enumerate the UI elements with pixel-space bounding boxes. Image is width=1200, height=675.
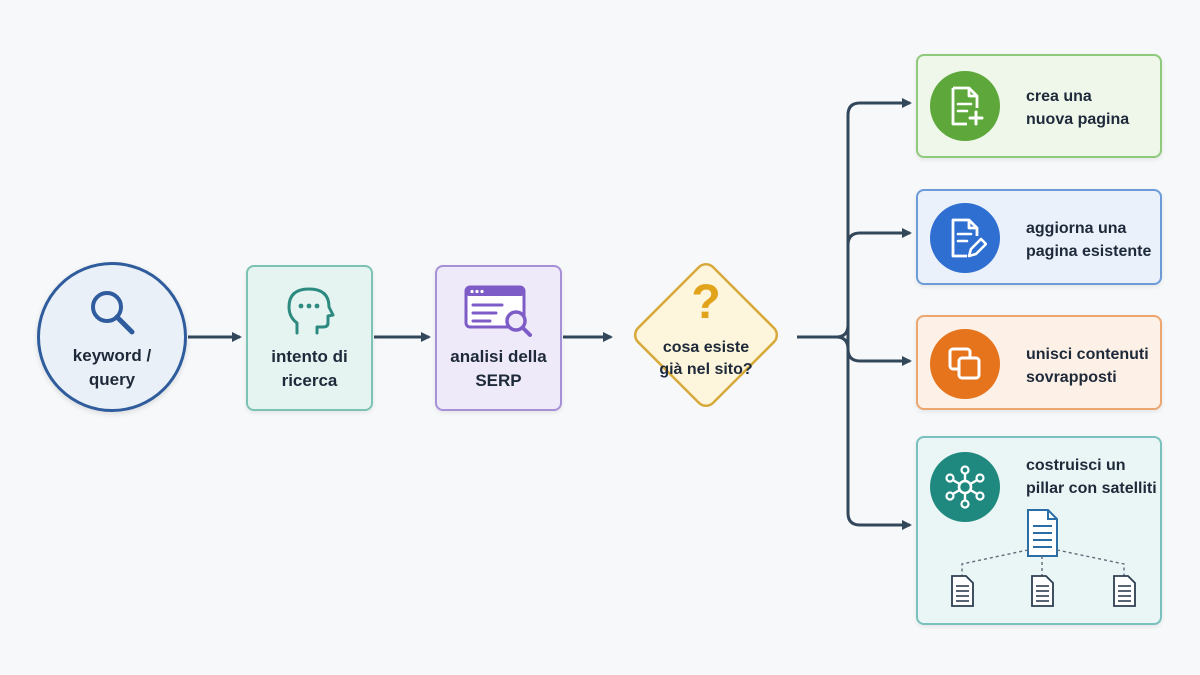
serp-analysis-label-line2: SERP [475,371,522,390]
decision-diamond [633,262,779,408]
outcome-create-page: crea una nuova pagina [916,54,1162,158]
browser-search-icon [464,285,532,337]
decision-node: ? cosa esiste già nel sito? [616,245,796,425]
outcome-pillar-icon-circle [930,452,1000,522]
search-intent-label-line2: ricerca [281,371,338,390]
decision-label-line1: cosa esiste [662,339,750,356]
hub-network-icon [945,465,985,509]
serp-analysis-node: analisi della SERP [435,265,562,411]
document-edit-icon [951,218,987,258]
outcome-create-label-line2: nuova pagina [1026,111,1130,128]
branch-merge [835,335,912,366]
branch-pillar [846,325,912,530]
outcome-update-page: aggiorna una pagina esistente [916,189,1162,285]
document-plus-icon [951,86,984,126]
outcome-pillar-label-line1: costruisci un [1026,457,1126,474]
satellite-document-icon [1113,575,1136,607]
serp-analysis-label-line1: analisi della [450,347,547,366]
outcome-merge-icon-circle [930,329,1000,399]
search-icon [91,291,135,335]
satellite-document-icon [1031,575,1054,607]
outcome-create-label-line1: crea una [1026,88,1092,105]
outcome-merge-label-line2: sovrapposti [1026,369,1117,386]
keyword-query-label-line2: query [88,370,136,389]
search-intent-label-line1: intento di [271,347,348,366]
branch-trunk [797,98,912,339]
outcome-update-label-line2: pagina esistente [1026,243,1152,260]
outcome-update-label-line1: aggiorna una [1026,220,1127,237]
head-thinking-icon [287,287,334,335]
outcome-merge-label-line1: unisci contenuti [1026,346,1149,363]
keyword-query-node: keyword / query [37,262,187,412]
outcome-pillar-satellites: costruisci un pillar con satelliti [916,436,1162,625]
pillar-document-icon [1027,509,1058,557]
keyword-query-label-line1: keyword / [72,346,152,365]
branch-update [846,228,912,246]
outcome-pillar-label-line2: pillar con satelliti [1026,480,1157,497]
outcome-create-icon-circle [930,71,1000,141]
outcome-update-icon-circle [930,203,1000,273]
search-intent-node: intento di ricerca [246,265,373,411]
overlap-squares-icon [948,347,981,380]
question-mark-icon: ? [691,276,721,329]
outcome-merge-content: unisci contenuti sovrapposti [916,315,1162,410]
satellite-document-icon [951,575,974,607]
decision-label-line2: già nel sito? [659,361,753,378]
pillar-satellite-tree [951,509,1136,607]
